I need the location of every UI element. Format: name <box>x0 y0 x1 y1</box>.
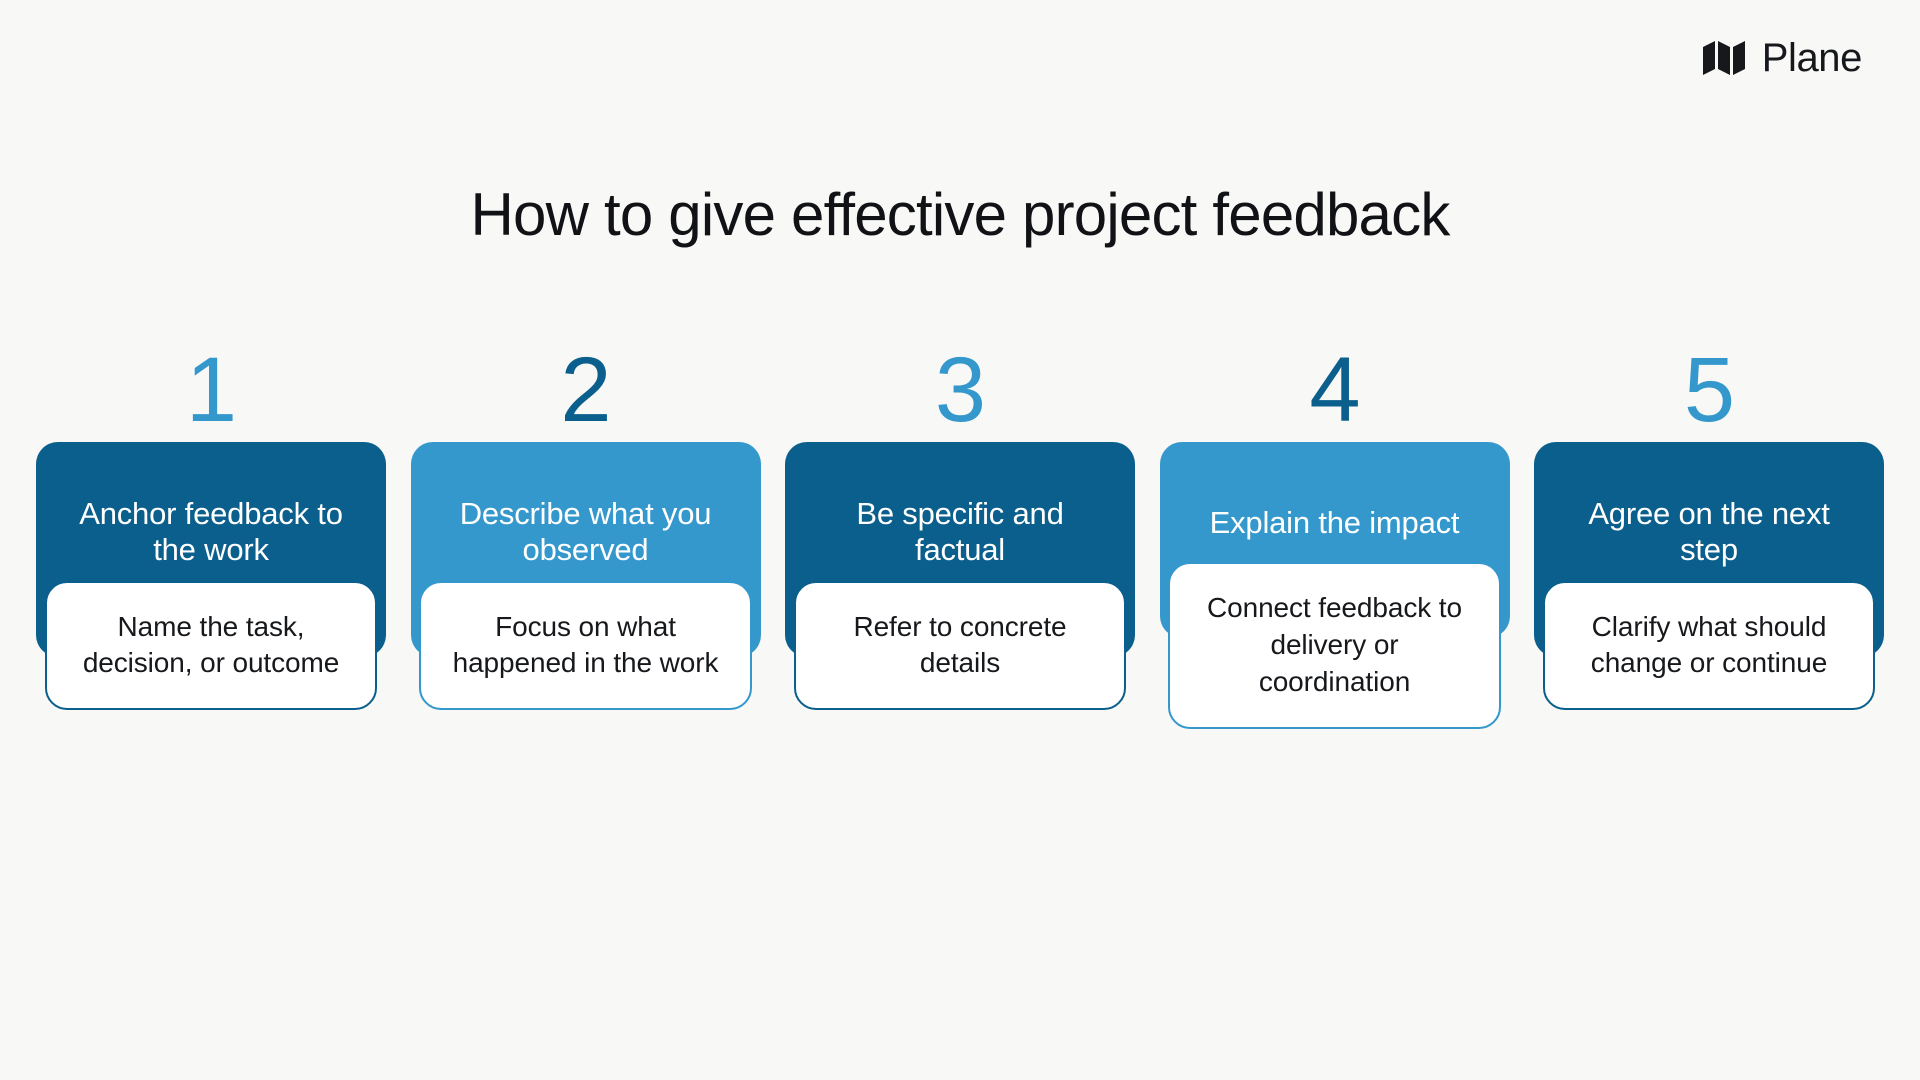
step-card-5: 5 Agree on the next step Clarify what sh… <box>1534 339 1884 711</box>
step-body-1: Name the task, decision, or outcome <box>44 580 378 711</box>
plane-logo-icon <box>1702 41 1745 75</box>
step-number-1: 1 <box>185 339 237 441</box>
brand-name: Plane <box>1761 36 1863 80</box>
step-body-5: Clarify what should change or continue <box>1542 580 1876 711</box>
step-card-4: 4 Explain the impact Connect feedback to… <box>1159 339 1510 729</box>
step-body-2: Focus on what happened in the work <box>419 580 752 711</box>
step-number-2: 2 <box>560 339 611 441</box>
step-body-3: Refer to concrete details <box>793 580 1127 711</box>
step-number-3: 3 <box>934 339 986 441</box>
brand-logo: Plane <box>1702 36 1863 80</box>
page-title: How to give effective project feedback <box>470 181 1450 249</box>
step-body-4: Connect feedback to delivery or coordina… <box>1168 562 1501 729</box>
step-number-4: 4 <box>1309 339 1360 441</box>
step-card-1: 1 Anchor feedback to the work Name the t… <box>36 339 386 711</box>
steps-container: 1 Anchor feedback to the work Name the t… <box>36 340 1884 729</box>
step-card-3: 3 Be specific and factual Refer to concr… <box>785 339 1135 711</box>
step-card-2: 2 Describe what you observed Focus on wh… <box>410 339 761 711</box>
step-number-5: 5 <box>1683 339 1735 441</box>
